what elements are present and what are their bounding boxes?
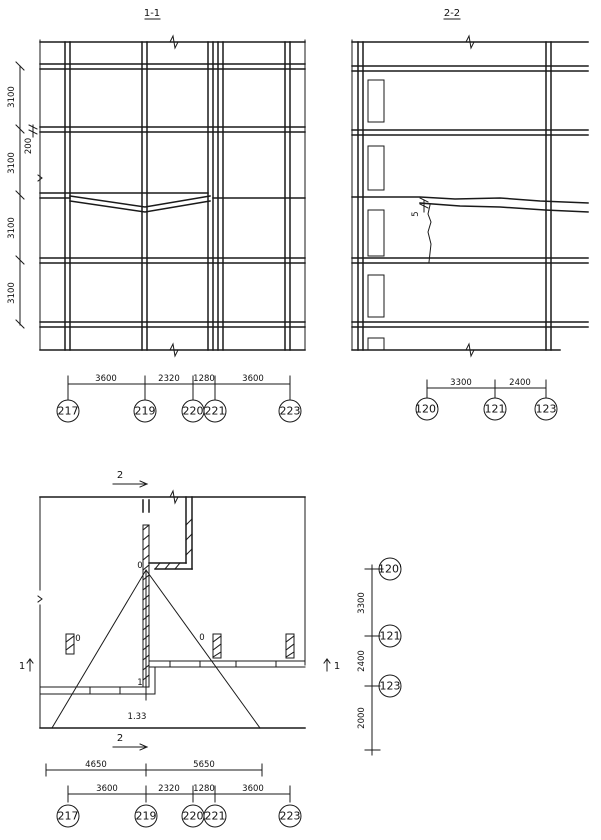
plan-axis-217: 217: [58, 810, 79, 823]
plan-span-dims: 3600 2320 1280 3600: [67, 784, 291, 803]
level-dim-3: 3100: [7, 217, 17, 239]
slabs-section-1: [39, 63, 306, 328]
axis-bubbles-2: 120' 121 123: [415, 397, 558, 421]
yield-lines: [51, 569, 261, 729]
plan-dim-5650: 5650: [193, 760, 215, 770]
span-dim-2-1: 3300: [450, 378, 472, 388]
section-2-title: 2-2: [444, 8, 460, 19]
span-dim-3: 1280: [193, 374, 215, 384]
section-2-2: 2-2 5: [351, 8, 589, 421]
plan-axis-223: 223: [280, 810, 301, 823]
plan-view: 2: [19, 470, 402, 828]
span-dim-1: 3600: [95, 374, 117, 384]
span-dim-2-2: 2400: [509, 378, 531, 388]
section-1-title: 1-1: [144, 8, 160, 19]
plan-axis-221: 221: [205, 810, 226, 823]
section-mark-1-left: 1: [19, 661, 25, 672]
point-label-0-right: 0: [199, 633, 204, 643]
point-label-0-left: 0: [75, 634, 80, 644]
plan-span-dim-1: 3600: [96, 784, 118, 794]
side-dim-2000: 2000: [357, 707, 367, 729]
slab-dim: 200: [24, 138, 34, 154]
side-axis-123: 123: [380, 680, 401, 693]
crack-dim: 5: [411, 211, 421, 216]
section-mark-2-bottom: 2: [117, 733, 123, 744]
point-label-1: 1: [137, 678, 142, 688]
span-dim-2: 2320: [158, 374, 180, 384]
section-1-1: 1-1: [7, 8, 306, 423]
axis-bubbles-plan: 217 219 220 221 223: [56, 804, 302, 828]
plan-span-dim-2: 2320: [158, 784, 180, 794]
section-mark-2-top: 2: [117, 470, 123, 481]
axis-bubble-220: 220: [183, 405, 204, 418]
span-dimensions-2: 3300 2400: [426, 378, 547, 399]
side-axis-121: 121: [380, 630, 401, 643]
plan-span-dim-3: 1280: [193, 784, 215, 794]
columns-section-1: [64, 41, 291, 351]
side-dim-2400: 2400: [357, 650, 367, 672]
side-dim-3300: 3300: [357, 592, 367, 614]
axis-bubble-217: 217: [58, 405, 79, 418]
level-dim-1: 3100: [7, 86, 17, 108]
span-dim-4: 3600: [242, 374, 264, 384]
axis-bubble-221: 221: [205, 405, 226, 418]
axis-bubble-120p: 120': [415, 403, 439, 416]
axis-bubble-123: 123: [536, 403, 557, 416]
axis-bubbles-1: 217 219 220 221 223: [56, 399, 302, 423]
dim-1-33: 1.33: [128, 712, 147, 722]
plan-axis-219: 219: [136, 810, 157, 823]
plan-span-dim-4: 3600: [242, 784, 264, 794]
side-axis-120p: 120': [378, 563, 402, 576]
level-dimensions: 3100 3100 3100 3100 200: [7, 61, 38, 329]
plan-side-dims: 3300 2400 2000 120' 121 123: [357, 557, 402, 756]
axis-bubble-121: 121: [485, 403, 506, 416]
plan-dim-4650: 4650: [85, 760, 107, 770]
axis-bubble-223: 223: [280, 405, 301, 418]
section-mark-1-right: 1: [334, 661, 340, 672]
span-dimensions-1: 3600 2320 1280 3600: [67, 374, 291, 401]
plan-top-dims: 4650 5650: [45, 760, 263, 777]
point-label-0-top: 0: [137, 561, 142, 571]
level-dim-2: 3100: [7, 152, 17, 174]
axis-bubble-219: 219: [135, 405, 156, 418]
level-dim-4: 3100: [7, 282, 17, 304]
plan-axis-220: 220: [183, 810, 204, 823]
